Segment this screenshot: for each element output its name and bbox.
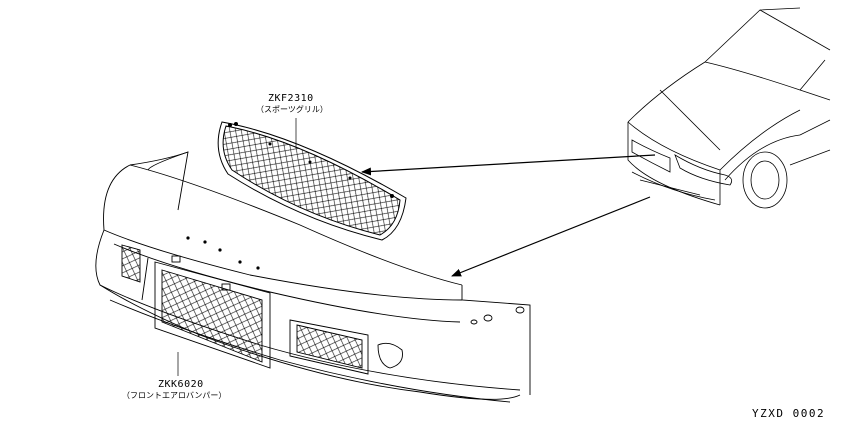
pointer-arrows	[361, 154, 656, 277]
bumper-part-number: ZKK6020	[158, 379, 204, 390]
car-illustration	[627, 7, 831, 209]
leader-lines	[177, 118, 297, 376]
figure-reference-code: YZXD 0002	[752, 407, 826, 420]
grille-part-name: （スポーツグリル）	[256, 105, 328, 114]
bumper-part-name: （フロントエアロバンパー）	[122, 391, 227, 400]
front-aero-bumper	[95, 151, 531, 403]
grille-part-number: ZKF2310	[268, 93, 314, 104]
sport-grille	[217, 121, 407, 241]
